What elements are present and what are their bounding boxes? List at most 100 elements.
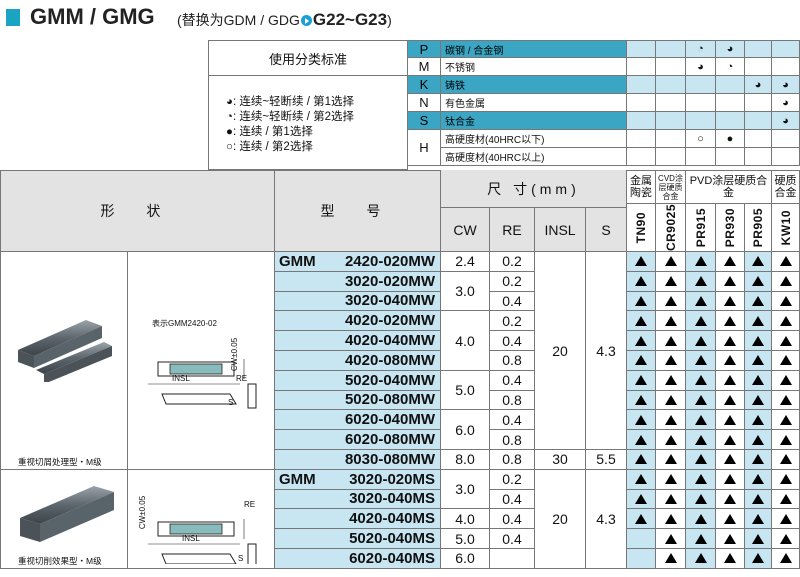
cw-value: 6.0 [441, 410, 490, 450]
grade-name: PR915 [693, 207, 708, 248]
availability-cell [686, 351, 716, 371]
available-triangle-icon [779, 474, 792, 485]
available-triangle-icon [694, 256, 707, 267]
cw-value: 2.4 [441, 252, 490, 272]
legend-item: ◔: 连续~轻断续 / 第2选择 [226, 108, 354, 124]
material-name: 碳钢 / 合金钢 [441, 40, 627, 58]
cw-value: 3.0 [441, 469, 490, 510]
material-grade-mark [772, 148, 800, 166]
available-triangle-icon [635, 276, 647, 287]
available-triangle-icon [724, 434, 736, 445]
availability-cell [627, 450, 656, 470]
availability-cell [656, 489, 686, 510]
shape-caption: 重视切屑处理型・M级 [18, 456, 102, 467]
re-value: 0.4 [490, 331, 535, 351]
available-triangle-icon [664, 295, 677, 306]
availability-cell [716, 252, 745, 272]
s-value: 4.3 [586, 252, 627, 450]
available-triangle-icon [752, 394, 764, 405]
availability-cell [772, 390, 800, 411]
material-grade-mark [745, 130, 772, 148]
half-filled-circle-icon: ◕ [697, 60, 704, 73]
re-value: 0.2 [490, 311, 535, 332]
material-grade-mark [772, 40, 800, 58]
availability-cell [745, 509, 772, 530]
availability-cell [716, 469, 745, 490]
cw-value: 6.0 [441, 549, 490, 569]
model-code: 8030-080MW [275, 450, 441, 470]
legend-text: : 连续~轻断续 / 第2选择 [232, 111, 355, 123]
availability-cell [656, 252, 686, 272]
material-grade-mark [745, 58, 772, 76]
availability-cell [656, 469, 686, 490]
available-triangle-icon [694, 454, 707, 465]
re-value: 0.8 [490, 450, 535, 470]
material-grade-mark: ◕ [772, 94, 800, 112]
available-triangle-icon [635, 335, 647, 346]
availability-cell [745, 549, 772, 569]
availability-cell [627, 469, 656, 490]
shape-photo-cell [0, 469, 128, 569]
availability-cell [772, 410, 800, 431]
replacement-close: ) [387, 12, 392, 28]
available-triangle-icon [635, 434, 647, 445]
s-value: 4.3 [586, 469, 627, 569]
available-triangle-icon [779, 414, 792, 425]
availability-cell [772, 489, 800, 510]
availability-cell [772, 311, 800, 332]
material-name: 不锈钢 [441, 58, 627, 76]
insert-drawing [148, 359, 257, 409]
half-filled-circle-icon: ◕ [226, 96, 233, 108]
model-code: 3020-020MS [275, 469, 441, 490]
availability-cell [627, 489, 656, 510]
available-triangle-icon [635, 414, 647, 425]
available-triangle-icon [752, 295, 764, 306]
available-triangle-icon [664, 553, 677, 564]
re-value: 0.8 [490, 390, 535, 411]
material-grade-mark [656, 112, 686, 130]
availability-cell [686, 450, 716, 470]
availability-cell [745, 351, 772, 371]
availability-cell [686, 529, 716, 549]
availability-cell [772, 370, 800, 391]
available-triangle-icon [752, 375, 764, 386]
availability-cell [745, 529, 772, 549]
available-triangle-icon [779, 454, 792, 465]
availability-cell [627, 291, 656, 312]
legend-item: ◕: 连续~轻断续 / 第1选择 [226, 93, 354, 109]
cw-value: 5.0 [441, 370, 490, 411]
material-letter: P [408, 40, 441, 58]
available-triangle-icon [724, 355, 736, 366]
availability-cell [745, 430, 772, 450]
model-code: 5020-040MS [275, 529, 441, 549]
shape-caption: 重视切削效果型・M级 [18, 555, 102, 566]
material-grade-mark [656, 76, 686, 94]
availability-cell [627, 529, 656, 549]
available-triangle-icon [724, 375, 736, 386]
availability-cell [745, 291, 772, 312]
available-triangle-icon [635, 454, 647, 465]
material-name: 钛合金 [441, 112, 627, 130]
available-triangle-icon [779, 256, 792, 267]
model-code: 4020-020MW [275, 311, 441, 332]
availability-cell [686, 430, 716, 450]
shape-header: 形 状 [0, 170, 275, 252]
material-grade-mark: ◕ [745, 76, 772, 94]
availability-cell [686, 390, 716, 411]
material-grade-mark: ◕ [716, 40, 745, 58]
availability-cell [656, 291, 686, 312]
grade-header-pr930: PR930 [716, 204, 745, 252]
available-triangle-icon [752, 474, 764, 485]
availability-cell [656, 549, 686, 569]
title-marker [6, 9, 20, 26]
legend-text: : 连续~轻断续 / 第1选择 [232, 96, 355, 108]
s-label: S [228, 398, 234, 407]
material-grade-mark: ◕ [686, 58, 716, 76]
filled-circle-icon: ● [226, 126, 233, 138]
available-triangle-icon [694, 513, 707, 524]
re-value: 0.4 [490, 410, 535, 431]
availability-cell [772, 509, 800, 530]
grade-header-pr915: PR915 [686, 204, 716, 252]
available-triangle-icon [752, 276, 764, 287]
material-grade-mark [656, 130, 686, 148]
